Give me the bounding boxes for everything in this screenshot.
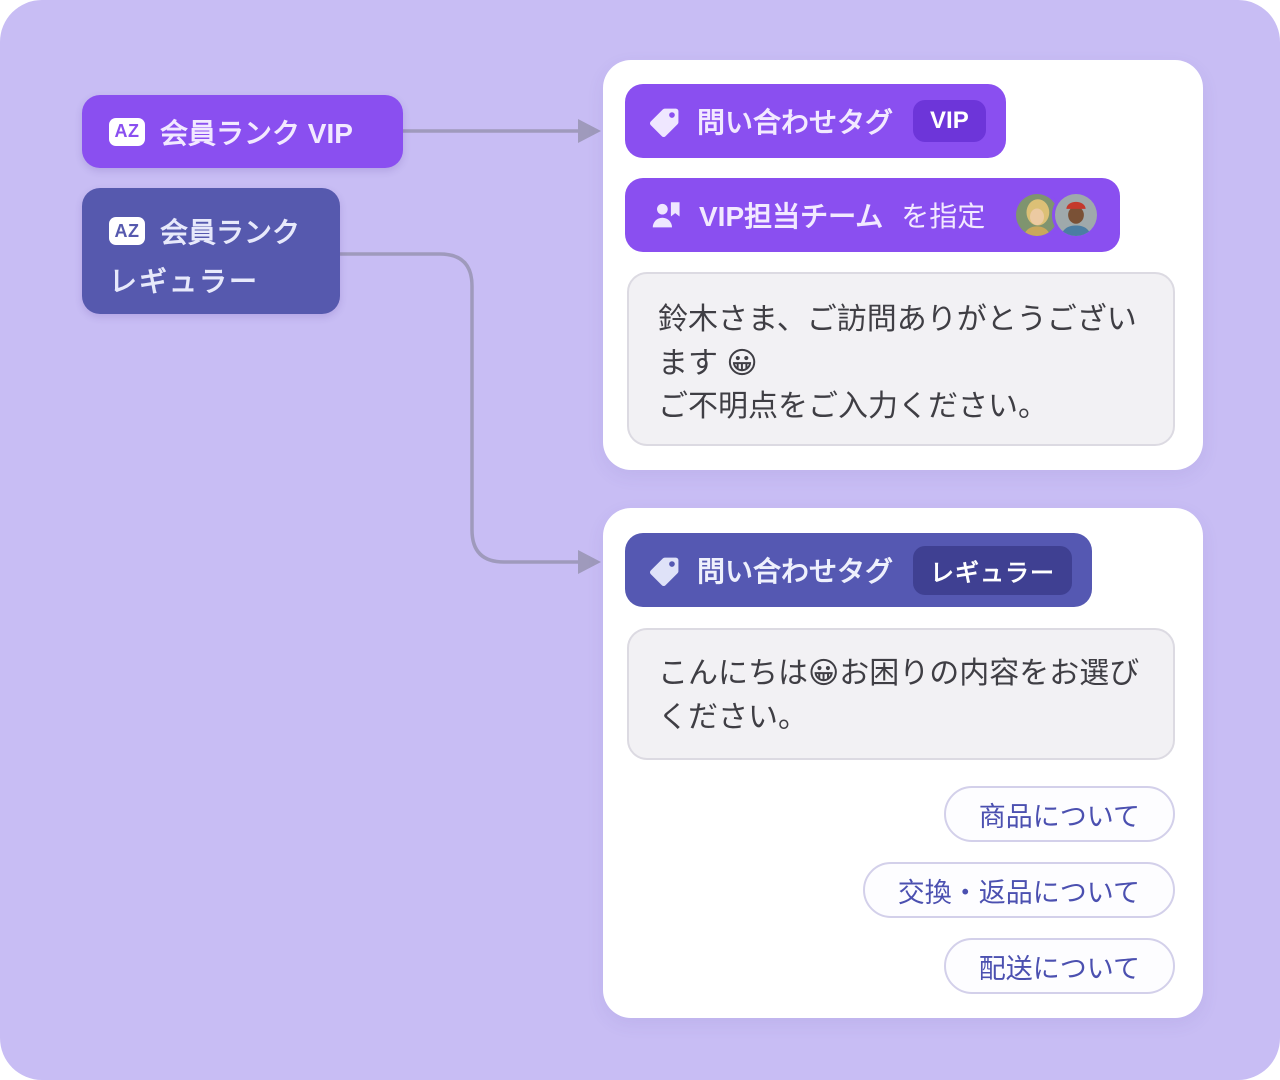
quick-reply-exchange-returns[interactable]: 交換・返品について <box>862 862 1175 918</box>
quick-reply-shipping[interactable]: 配送について <box>943 938 1175 994</box>
team-action-label: を指定 <box>901 201 986 232</box>
team-name-label: VIP担当チーム <box>699 201 884 232</box>
person-bookmark-icon <box>652 201 680 227</box>
tag-badge-vip: VIP <box>913 100 986 142</box>
bot-message-bubble-regular: こんにちは😀お困りの内容をお選びください。 <box>627 628 1175 760</box>
inquiry-tag-label: 問い合わせタグ <box>697 107 894 138</box>
member-rank-vip-label: 会員ランク VIP <box>160 117 353 149</box>
team-assignment-pill: VIP担当チーム を指定 <box>625 178 1121 252</box>
inquiry-tag-pill-vip: 問い合わせタグ VIP <box>625 84 1006 158</box>
member-rank-regular-label-line2: レギュラー <box>109 266 260 297</box>
quick-reply-list: 商品について 交換・返品について 配送について <box>862 786 1175 994</box>
arrowhead-regular <box>578 550 601 574</box>
member-rank-vip-chip: AZ 会員ランク VIP <box>82 95 403 168</box>
member-rank-regular-chip: AZ 会員ランク レギュラー <box>82 188 340 314</box>
member-rank-regular-label-line1: 会員ランク <box>160 217 301 248</box>
tag-badge-regular: レギュラー <box>913 545 1073 595</box>
regular-chat-card: 問い合わせタグ レギュラー こんにちは😀お困りの内容をお選びください。 商品につ… <box>603 508 1203 1018</box>
arrowhead-vip <box>578 119 601 143</box>
agent-avatar-2 <box>1052 191 1101 239</box>
tag-icon <box>650 108 679 137</box>
bot-message-bubble-vip: 鈴木さま、ご訪問ありがとうございます 😀 ご不明点をご入力ください。 <box>627 272 1175 446</box>
tag-icon <box>650 557 679 586</box>
inquiry-tag-label: 問い合わせタグ <box>697 556 894 587</box>
arrow-regular-flow <box>338 252 580 564</box>
attribute-az-icon: AZ <box>109 117 145 146</box>
agent-avatars <box>1013 191 1101 239</box>
vip-chat-card: 問い合わせタグ VIP VIP担当チーム を指定 <box>603 60 1203 470</box>
attribute-az-icon: AZ <box>109 217 145 245</box>
quick-reply-products[interactable]: 商品について <box>943 786 1175 842</box>
inquiry-tag-pill-regular: 問い合わせタグ レギュラー <box>625 533 1093 607</box>
